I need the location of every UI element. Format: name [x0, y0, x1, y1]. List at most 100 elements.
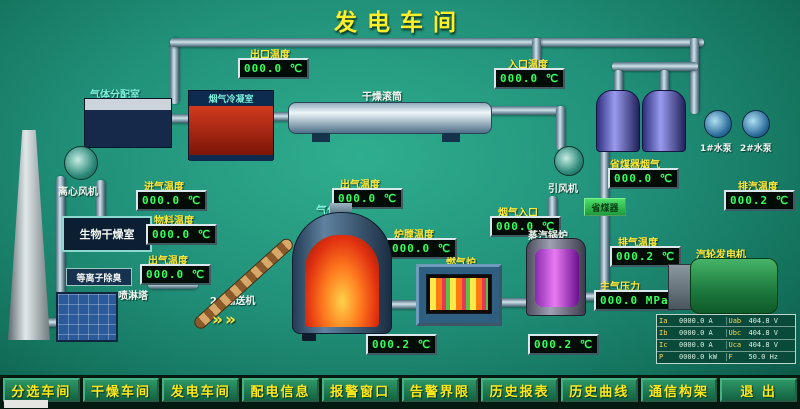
pump2-label: 2#水泵: [740, 144, 772, 154]
gas-distribution-label: 气体分配室: [90, 90, 140, 101]
nav-distribution-info[interactable]: 配电信息: [242, 378, 319, 402]
condenser-title-band: 烟气冷凝室: [189, 91, 273, 106]
gasifier-outlet-temp-label: 出气温度: [340, 180, 380, 191]
cell-value: 0000.0 A: [677, 316, 727, 325]
material-temp-label: 物料温度: [154, 216, 194, 227]
drum-stand: [312, 133, 330, 142]
left-outlet-temp-display: 000.0 ℃: [140, 264, 212, 285]
pipe: [582, 292, 604, 301]
nav-alarm-window[interactable]: 报警窗口: [321, 378, 399, 402]
gasifier-leg: [302, 333, 316, 341]
pipe: [56, 176, 65, 322]
cell-value: 0000.0 A: [677, 328, 727, 337]
nav-sorting-workshop[interactable]: 分选车间: [3, 378, 80, 402]
water-tank-1: [596, 90, 640, 152]
intake-temp-label: 进气温度: [144, 182, 184, 193]
inlet-temp-top-label: 入口温度: [508, 60, 548, 71]
economizer-button[interactable]: 省煤器: [584, 198, 626, 216]
pipe: [600, 148, 609, 304]
inlet-temp-top-display: 000.0 ℃: [494, 68, 566, 89]
drying-drum-graphic: [288, 102, 492, 134]
turbine-generator-label: 汽轮发电机: [696, 250, 746, 261]
flue-inlet-label: 烟气入口: [498, 208, 538, 219]
cell-value: 0000.0 A: [677, 341, 727, 350]
outlet-temp-top-label: 出口温度: [250, 50, 290, 61]
cell-label: P: [659, 353, 664, 362]
nav-history-curves[interactable]: 历史曲线: [560, 378, 638, 402]
cell-label: Ubc: [728, 328, 742, 337]
table-row: Ib 0000.0 A Ubc 404.8 V: [657, 327, 795, 340]
exhaust-temp-label: 排气温度: [618, 238, 658, 249]
steam-boiler-graphic: [526, 238, 586, 316]
pipe: [170, 38, 704, 47]
main-steam-pressure-display: 000.0 MPa: [594, 290, 675, 311]
economizer-label: 省煤器: [591, 203, 619, 214]
gas-furnace-temp-display: 000.2 ℃: [366, 334, 438, 355]
pipe: [614, 70, 623, 94]
cell-label: F: [728, 353, 733, 362]
cell-value: 0000.0 kW: [677, 353, 727, 362]
taskbar-fragment: [4, 400, 48, 408]
cell-value: 50.0 Hz: [748, 353, 779, 362]
nav-history-reports[interactable]: 历史报表: [481, 378, 558, 402]
drum-stand: [442, 133, 460, 142]
condenser-label: 烟气冷凝室: [208, 95, 254, 105]
table-row: P 0000.0 kW F 50.0 Hz: [657, 352, 795, 363]
generator-readings-table: Ia 0000.0 A Uab 404.8 V Ib 0000.0 A Ubc …: [656, 314, 796, 364]
flue-inlet-display: 000.0 ℃: [490, 216, 562, 237]
furnace-chamber-temp-label: 炉膛温度: [394, 230, 434, 241]
condenser-graphic: 烟气冷凝室: [188, 90, 274, 161]
pipe: [488, 106, 564, 115]
pipe: [612, 62, 698, 71]
material-temp-display: 000.0 ℃: [146, 224, 218, 245]
main-steam-pressure-label: 主气压力: [600, 282, 640, 293]
pipe: [386, 300, 422, 309]
page-title: 发电车间: [334, 10, 466, 36]
pump1-label: 1#水泵: [700, 144, 732, 154]
pipe: [690, 38, 699, 114]
cell-label: Ic: [659, 341, 668, 350]
pipe: [170, 38, 179, 104]
pipe: [270, 112, 292, 121]
gasifier-vessel: [292, 212, 392, 334]
drying-drum-label: 干燥滚筒: [362, 92, 402, 103]
nav-alarm-limits[interactable]: 告警界限: [401, 378, 479, 402]
outlet-temp-top-display: 000.0 ℃: [238, 58, 310, 79]
gas-furnace-flame: [430, 278, 488, 310]
pipe: [660, 70, 669, 94]
spray-tower-label: 喷淋塔: [118, 291, 148, 302]
left-outlet-temp-label: 出气温度: [148, 256, 188, 267]
water-tank-2: [642, 90, 686, 152]
induced-fan-graphic: [554, 146, 584, 176]
turbine-graphic: [668, 264, 694, 310]
pump1-graphic: [704, 110, 732, 138]
economizer-flue-display: 000.0 ℃: [608, 168, 680, 189]
cell-value: 404.8 V: [748, 328, 779, 337]
nav-comm-architecture[interactable]: 通信构架: [640, 378, 718, 402]
nav-exit[interactable]: 退 出: [720, 378, 798, 402]
cell-value: 404.8 V: [748, 316, 779, 325]
gasifier-flame: [305, 235, 379, 327]
flow-arrows: »»: [212, 310, 238, 330]
bottom-nav-bar: 分选车间 干燥车间 发电车间 配电信息 报警窗口 告警界限 历史报表 历史曲线 …: [0, 375, 800, 409]
nav-drying-workshop[interactable]: 干燥车间: [82, 378, 160, 402]
cell-value: 404.8 V: [748, 341, 779, 350]
pump2-graphic: [742, 110, 770, 138]
table-row: Ic 0000.0 A Uca 404.8 V: [657, 340, 795, 352]
pipe: [168, 114, 192, 123]
gas-distribution-graphic: [84, 98, 172, 148]
exhaust-steam-temp-label: 排汽温度: [738, 182, 778, 193]
bio-drying-room-label: 生物干燥室: [79, 228, 135, 241]
cell-label: Ib: [659, 328, 668, 337]
pipe: [556, 106, 565, 150]
gas-furnace-graphic: [416, 264, 502, 326]
plasma-deodor: 等离子除臭: [66, 268, 132, 286]
intake-temp-display: 000.0 ℃: [136, 190, 208, 211]
induced-fan-label: 引风机: [548, 184, 578, 195]
generator-graphic: [690, 258, 778, 314]
exhaust-temp-display: 000.2 ℃: [610, 246, 682, 267]
nav-power-workshop[interactable]: 发电车间: [162, 378, 240, 402]
condenser-base: [189, 155, 273, 161]
gas-furnace-window: [426, 274, 492, 314]
